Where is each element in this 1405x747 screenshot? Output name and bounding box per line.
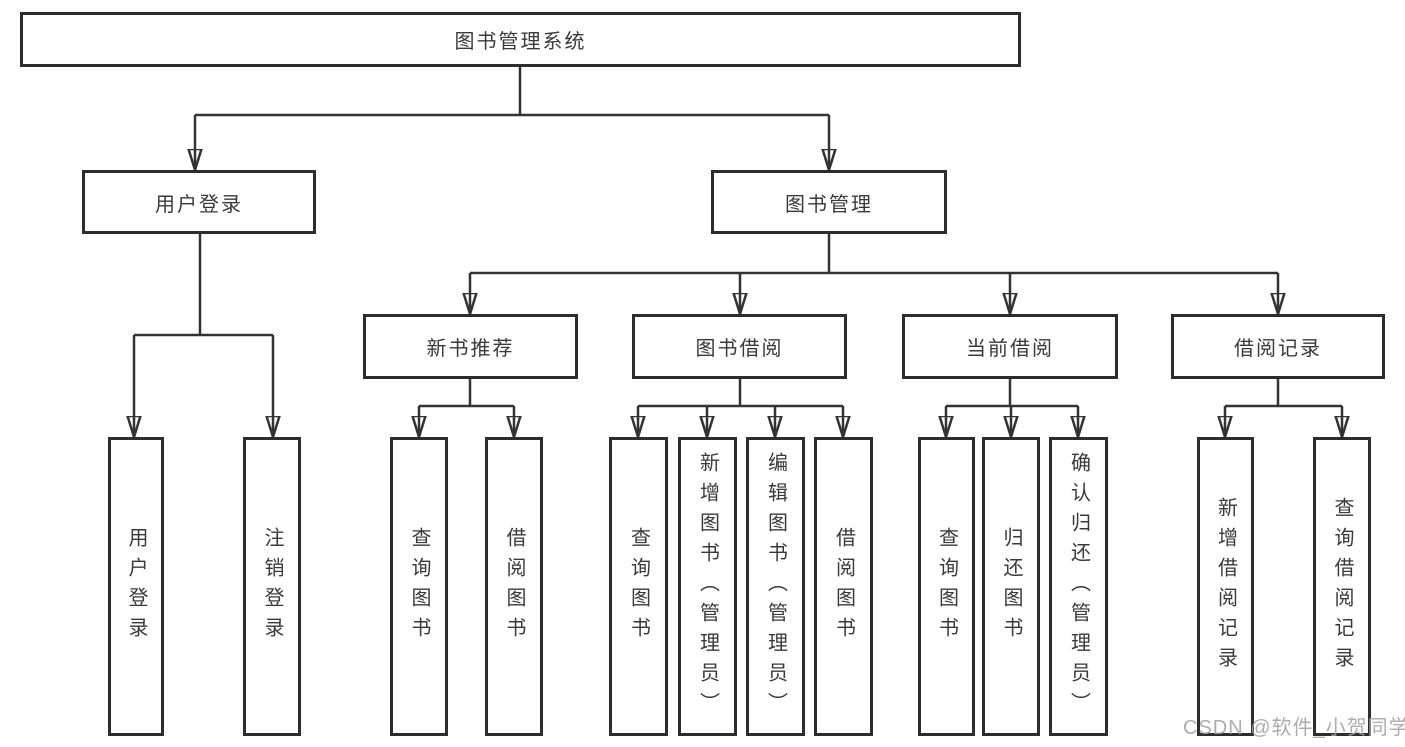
leaf-logout-label: 注销登录 <box>261 526 283 647</box>
leaf-borrowing-borrow-books-label: 借阅图书 <box>832 526 855 647</box>
leaf-records-add-record: 新增借阅记录 <box>1197 437 1254 736</box>
connector-borrowing-records-to-leaves <box>1225 379 1342 437</box>
leaf-borrowing-query-books: 查询图书 <box>609 437 668 736</box>
node-system-root: 图书管理系统 <box>20 12 1021 67</box>
leaf-current-confirm-return-admin-label: 确认归还（管理员） <box>1067 451 1090 722</box>
leaf-records-query-record: 查询借阅记录 <box>1313 437 1371 736</box>
leaf-borrowing-borrow-books: 借阅图书 <box>814 437 873 736</box>
node-system-root-label: 图书管理系统 <box>454 31 587 53</box>
node-borrowing-records: 借阅记录 <box>1171 314 1385 379</box>
leaf-borrowing-add-books-admin-label: 新增图书（管理员） <box>696 451 719 722</box>
leaf-current-query-books: 查询图书 <box>918 437 975 736</box>
node-new-book-recommend: 新书推荐 <box>363 314 578 379</box>
leaf-recommend-borrow-books: 借阅图书 <box>485 437 543 736</box>
leaf-borrowing-edit-books-admin-label: 编辑图书（管理员） <box>764 451 787 722</box>
node-new-book-recommend-label: 新书推荐 <box>426 338 515 360</box>
connector-current-borrowing-to-leaves <box>946 379 1078 437</box>
node-user-login-label: 用户登录 <box>155 193 243 216</box>
leaf-user-login: 用户登录 <box>108 437 164 736</box>
leaf-current-query-books-label: 查询图书 <box>935 526 958 647</box>
leaf-recommend-borrow-books-label: 借阅图书 <box>503 526 525 647</box>
leaf-recommend-query-books-label: 查询图书 <box>408 526 430 647</box>
node-book-management: 图书管理 <box>711 170 947 234</box>
watermark: CSDN @软件_小贺同学 <box>1183 717 1405 739</box>
node-user-login: 用户登录 <box>82 170 316 234</box>
connector-book-management-to-modules <box>470 234 1278 314</box>
node-book-borrowing: 图书借阅 <box>632 314 847 379</box>
node-book-borrowing-label: 图书借阅 <box>695 338 784 360</box>
node-current-borrowing-label: 当前借阅 <box>966 338 1054 360</box>
node-current-borrowing: 当前借阅 <box>902 314 1118 379</box>
node-borrowing-records-label: 借阅记录 <box>1234 338 1322 360</box>
leaf-user-login-label: 用户登录 <box>125 526 147 647</box>
leaf-current-return-books: 归还图书 <box>982 437 1040 736</box>
leaf-borrowing-query-books-label: 查询图书 <box>627 526 650 647</box>
leaf-recommend-query-books: 查询图书 <box>390 437 448 736</box>
connector-book-borrowing-to-leaves <box>638 379 843 437</box>
node-book-management-label: 图书管理 <box>785 193 873 216</box>
leaf-logout: 注销登录 <box>243 437 301 736</box>
leaf-records-add-record-label: 新增借阅记录 <box>1214 496 1237 677</box>
leaf-current-confirm-return-admin: 确认归还（管理员） <box>1049 437 1108 736</box>
leaf-borrowing-edit-books-admin: 编辑图书（管理员） <box>746 437 805 736</box>
connector-user-login-to-leaves <box>134 234 273 437</box>
leaf-records-query-record-label: 查询借阅记录 <box>1331 496 1353 677</box>
leaf-current-return-books-label: 归还图书 <box>1000 526 1022 647</box>
leaf-borrowing-add-books-admin: 新增图书（管理员） <box>678 437 737 736</box>
connector-new-book-recommend-to-leaves <box>419 379 514 437</box>
connector-root-to-branches <box>195 67 829 170</box>
